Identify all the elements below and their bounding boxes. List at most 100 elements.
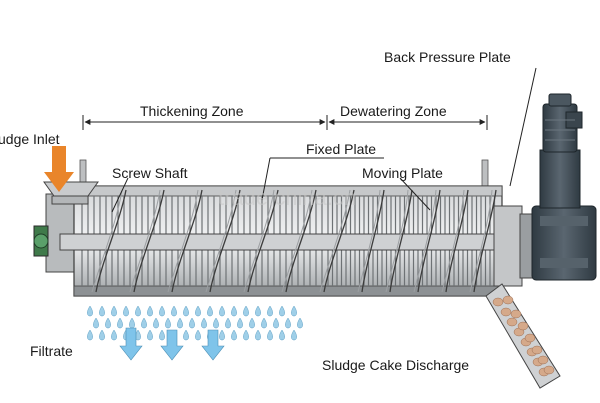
sludge-cake-piece	[543, 365, 555, 375]
screw-flight-shade	[413, 189, 437, 293]
screw-flight	[285, 189, 317, 293]
screw-flight-shade	[281, 189, 313, 293]
water-drop	[261, 317, 267, 329]
sludge-cake-piece	[506, 317, 518, 327]
water-drop	[135, 305, 141, 317]
water-drop	[267, 305, 273, 317]
water-drop	[231, 305, 237, 317]
filtrate-arrow-icon-3	[201, 329, 225, 361]
screw-flights	[91, 189, 497, 293]
screw-flight	[389, 189, 413, 293]
water-drop	[195, 305, 201, 317]
sludge-cake-piece	[492, 297, 504, 307]
water-drop	[267, 329, 273, 341]
screw-flight-shade	[205, 189, 237, 293]
thickening-zone-label: Thickening Zone	[140, 103, 244, 119]
water-drop	[237, 317, 243, 329]
water-drop	[165, 317, 171, 329]
sludge-cake-piece	[510, 309, 522, 319]
water-drop	[249, 317, 255, 329]
water-drop	[147, 329, 153, 341]
water-drop	[129, 317, 135, 329]
dewatering-zone-label: Dewatering Zone	[340, 103, 447, 119]
water-drop	[201, 317, 207, 329]
discharge-chute	[485, 283, 561, 389]
screw-shaft	[59, 233, 511, 251]
sludge-cake-piece	[500, 307, 512, 317]
screw-flight-shade	[243, 189, 275, 293]
filtrate-arrow-icon-2	[160, 329, 184, 361]
screw-flight-shade	[319, 189, 351, 293]
water-drop	[87, 305, 93, 317]
screw-flight	[417, 189, 441, 293]
screw-flight-shade	[167, 189, 199, 293]
filtrate-arrows	[119, 327, 225, 361]
water-drop	[159, 305, 165, 317]
water-drops	[87, 305, 303, 341]
sludge-cake-discharge-label: Sludge Cake Discharge	[322, 357, 469, 373]
water-drop	[207, 305, 213, 317]
water-drop	[273, 317, 279, 329]
fixed-plate-label: Fixed Plate	[306, 141, 376, 157]
water-drop	[225, 317, 231, 329]
screw-flight	[473, 189, 497, 293]
water-drop	[117, 317, 123, 329]
screw-flight-shade	[91, 189, 123, 293]
screw-flight	[361, 189, 385, 293]
water-drop	[123, 305, 129, 317]
screw-flight	[171, 189, 203, 293]
left-end-assembly	[33, 193, 81, 273]
sludge-cake-piece	[531, 345, 543, 355]
screw-flight-shade	[385, 189, 409, 293]
sludge-cake-piece	[537, 355, 549, 365]
water-drop	[159, 329, 165, 341]
screw-flight	[247, 189, 279, 293]
screw-flight	[95, 189, 127, 293]
water-drop	[255, 329, 261, 341]
water-drop	[87, 329, 93, 341]
sludge-inlet-label: udge Inlet	[0, 131, 60, 147]
leader-lines	[111, 67, 537, 213]
back-pressure-plate-label: Back Pressure Plate	[384, 49, 511, 65]
water-drop	[183, 329, 189, 341]
water-drop	[255, 305, 261, 317]
water-drop	[219, 329, 225, 341]
water-drop	[279, 329, 285, 341]
filtrate-arrow-icon-1	[119, 327, 143, 361]
water-drop	[243, 329, 249, 341]
screw-flight-shade	[441, 189, 465, 293]
water-drop	[171, 305, 177, 317]
sludge-cake-piece	[517, 321, 529, 331]
water-drop	[291, 305, 297, 317]
screw-flight	[445, 189, 469, 293]
water-drop	[111, 305, 117, 317]
watermark: trade.china.cn	[218, 185, 356, 210]
water-drop	[99, 329, 105, 341]
water-drop	[285, 317, 291, 329]
water-drop	[297, 317, 303, 329]
water-drop	[147, 305, 153, 317]
back-pressure-housing	[493, 205, 535, 287]
water-drop	[111, 329, 117, 341]
water-drop	[195, 329, 201, 341]
water-drop	[93, 317, 99, 329]
water-drop	[219, 305, 225, 317]
sludge-cake-piece	[524, 333, 536, 343]
water-drop	[243, 305, 249, 317]
water-drop	[141, 317, 147, 329]
water-drop	[183, 305, 189, 317]
water-drop	[291, 329, 297, 341]
water-drop	[99, 305, 105, 317]
water-drop	[177, 317, 183, 329]
zone-dimension-lines	[82, 115, 488, 130]
sludge-cake-piece	[502, 295, 514, 305]
water-drop	[279, 305, 285, 317]
water-drop	[231, 329, 237, 341]
screw-shaft-label: Screw Shaft	[112, 165, 188, 181]
water-drop	[189, 317, 195, 329]
moving-plate-label: Moving Plate	[362, 165, 443, 181]
water-drop	[213, 317, 219, 329]
inlet-down-arrow-icon	[44, 146, 74, 192]
